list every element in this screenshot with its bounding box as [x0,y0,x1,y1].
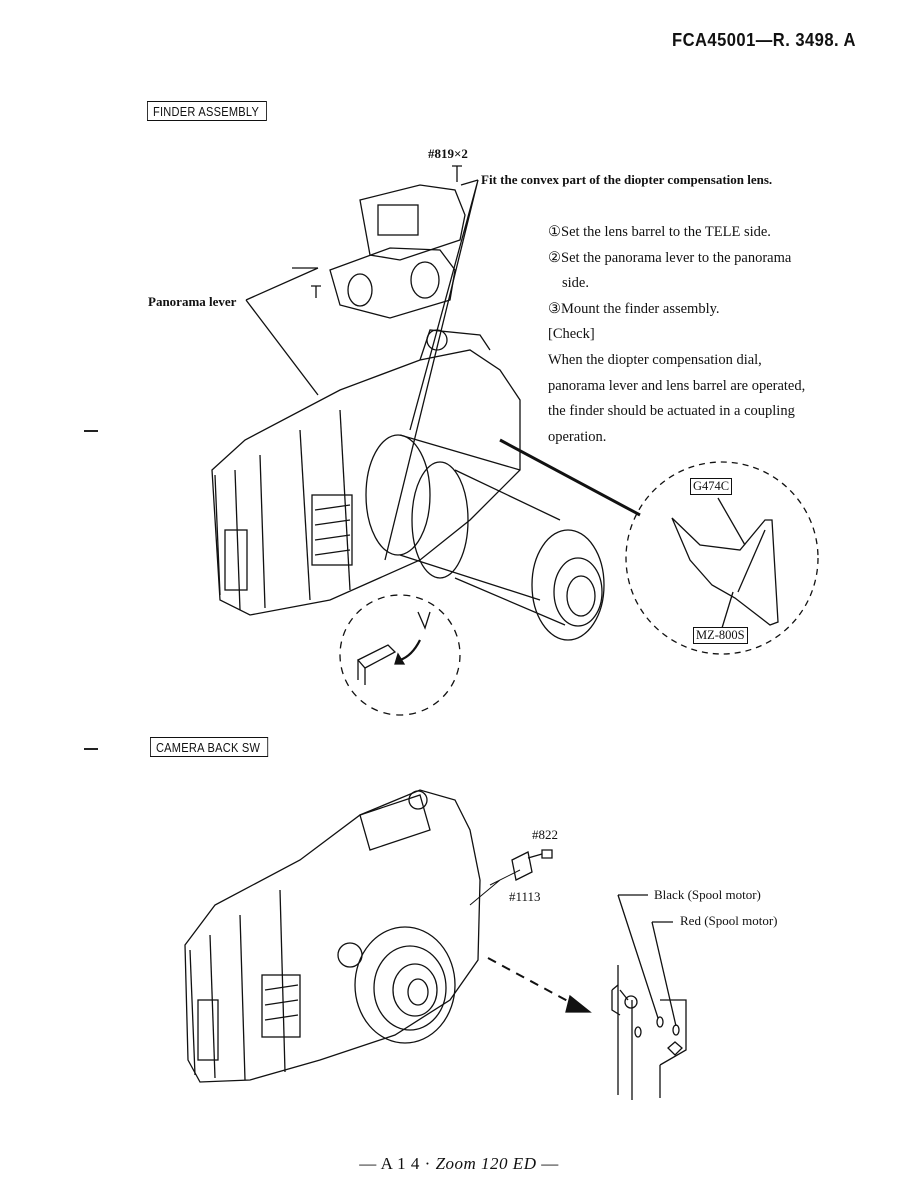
document-id: FCA45001—R. 3498. A [672,30,856,50]
camera-body [211,349,521,616]
camera-body-back [184,789,481,1083]
terminal-plate [617,965,687,1100]
coupling-part [671,517,779,626]
part-label-mz800s: MZ-800S [693,627,748,644]
finder-unit [359,184,466,261]
section-title-finder-assembly: FINDER ASSEMBLY [147,101,267,121]
wire-red-label: Red (Spool motor) [680,913,778,928]
page-footer: — A 1 4 · Zoom 120 ED — [0,1154,918,1174]
footer-suffix: — [536,1154,559,1173]
screw-822-label: #822 [532,827,558,842]
step-line: ②Set the panorama lever to the panorama [548,249,792,266]
footer-page-number: — A 1 4 · [359,1154,436,1173]
fit-note: Fit the convex part of the diopter compe… [481,172,773,187]
step-line: the finder should be actuated in a coupl… [548,403,795,420]
step-line: ①Set the lens barrel to the TELE side. [548,224,771,240]
part-1113-label: #1113 [509,889,541,904]
step-line: operation. [548,428,607,445]
step-line: panorama lever and lens barrel are opera… [548,377,806,394]
step-line: ③Mount the finder assembly. [548,300,720,317]
finder-steps: ①Set the lens barrel to the TELE side. ②… [548,220,868,450]
part-label-g474c: G474C [690,478,733,495]
step-line: When the diopter compensation dial, [548,351,762,368]
step-line: [Check] [548,326,595,343]
screw-819-label: #819×2 [428,146,468,161]
step-line: side. [562,275,589,292]
footer-model-title: Zoom 120 ED [435,1154,537,1173]
panorama-lever-label: Panorama lever [148,294,237,309]
margin-mark [84,748,98,750]
margin-mark [84,430,98,432]
wire-black-label: Black (Spool motor) [654,887,761,902]
section-title-camera-back-sw: CAMERA BACK SW [150,737,268,757]
